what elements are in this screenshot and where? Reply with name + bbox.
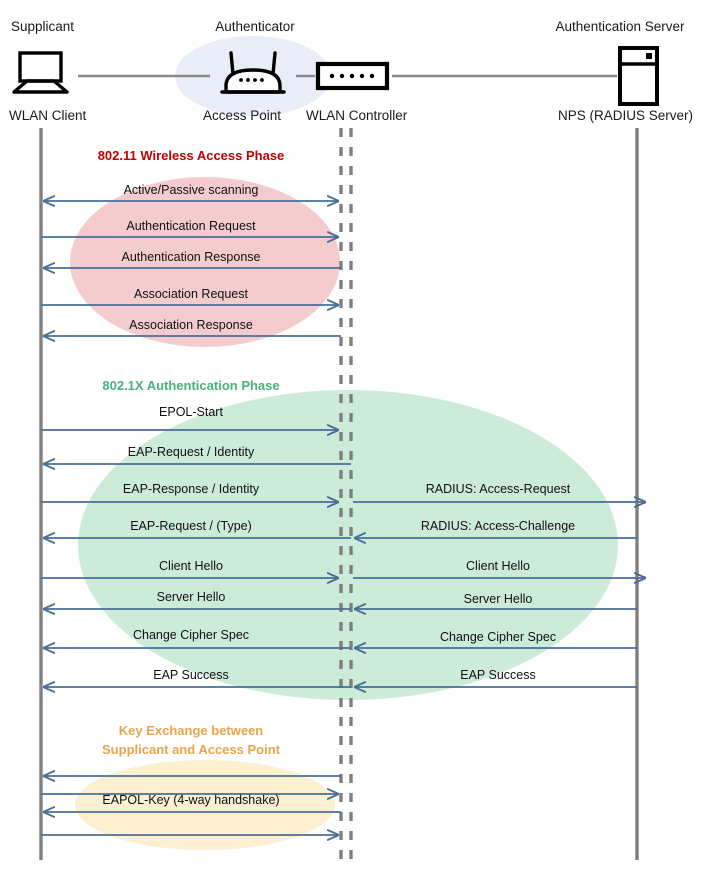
node-label-nps-radius-server: NPS (RADIUS Server): [558, 108, 694, 123]
server-icon: [618, 46, 659, 106]
wlan-controller-icon: [315, 61, 390, 91]
msg-association-response: Association Response: [129, 318, 253, 332]
phase-title-80211: 802.11 Wireless Access Phase: [97, 148, 285, 163]
laptop-icon: [12, 51, 69, 94]
msg-change-cipher-spec-right: Change Cipher Spec: [439, 630, 557, 644]
msg-radius-access-request: RADIUS: Access-Request: [425, 482, 571, 496]
access-point-icon: [220, 51, 286, 94]
msg-eapol-key-4-way-handshake: EAPOL-Key (4-way handshake): [102, 793, 280, 807]
phase-title-key-exchange-line2: Supplicant and Access Point: [102, 742, 280, 757]
msg-authentication-response: Authentication Response: [121, 250, 261, 264]
node-label-wlan-controller: WLAN Controller: [306, 108, 408, 123]
phase-3-ellipse: [75, 760, 335, 850]
msg-change-cipher-spec-left: Change Cipher Spec: [132, 628, 250, 642]
msg-server-hello-right: Server Hello: [463, 592, 533, 606]
msg-server-hello-left: Server Hello: [156, 590, 226, 604]
msg-eap-success-right: EAP Success: [460, 668, 536, 682]
role-label-authenticator: Authenticator: [215, 19, 295, 34]
msg-radius-access-challenge: RADIUS: Access-Challenge: [420, 519, 576, 533]
msg-eap-request-identity: EAP-Request / Identity: [127, 445, 255, 459]
role-label-authentication-server: Authentication Server: [555, 19, 685, 34]
msg-eap-success-left: EAP Success: [153, 668, 229, 682]
msg-client-hello-right: Client Hello: [466, 559, 530, 573]
node-label-access-point: Access Point: [203, 108, 282, 123]
msg-eap-response-identity: EAP-Response / Identity: [122, 482, 260, 496]
phase-title-key-exchange: Key Exchange between Supplicant and Acce…: [41, 721, 341, 759]
msg-client-hello-left: Client Hello: [159, 559, 223, 573]
phase-2-ellipse: [78, 390, 618, 700]
msg-authentication-request: Authentication Request: [126, 219, 256, 233]
msg-eap-request-type: EAP-Request / (Type): [130, 519, 252, 533]
phase-title-8021x: 802.1X Authentication Phase: [102, 378, 280, 393]
node-label-wlan-client: WLAN Client: [9, 108, 87, 123]
msg-active-passive-scanning: Active/Passive scanning: [123, 183, 259, 197]
phase-title-key-exchange-line1: Key Exchange between: [118, 723, 264, 738]
msg-eapol-start: EPOL-Start: [159, 405, 223, 419]
role-label-supplicant: Supplicant: [11, 19, 75, 34]
msg-association-request: Association Request: [134, 287, 248, 301]
